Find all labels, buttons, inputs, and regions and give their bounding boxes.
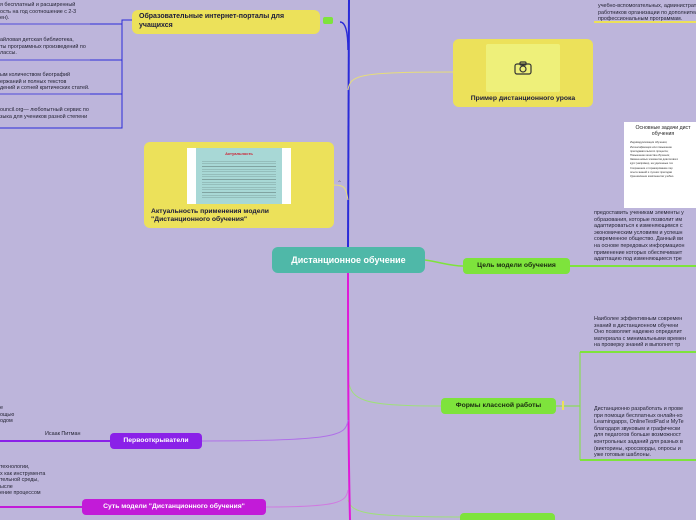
node-relevance[interactable]: Актуальность Актуальность применения мод… — [144, 142, 334, 228]
root-node[interactable]: Дистанционное обучение — [272, 247, 425, 273]
relevance-doc-title: Актуальность — [225, 151, 253, 156]
node-pioneers-label: Первооткрыватели — [123, 437, 189, 444]
node-model-essence[interactable]: Суть модели "Дистанционного обучения" — [82, 499, 266, 515]
tasks-doc-bullets: Индивидуализация обучения;Интенсификация… — [630, 141, 679, 179]
forms-marker-icon — [562, 401, 564, 410]
example-image-placeholder — [486, 44, 560, 92]
node-relevance-label: Актуальность применения модели "Дистанци… — [151, 208, 269, 223]
node-goal[interactable]: Цель модели обучения — [463, 258, 570, 274]
node-educational-portals-label: Образовательные интернет-порталы для уча… — [139, 13, 285, 29]
node-educational-portals[interactable]: Образовательные интернет-порталы для уча… — [132, 10, 320, 34]
node-example-lesson[interactable]: Пример дистанционного урока — [453, 39, 593, 107]
node-class-work-forms-label: Формы классной работы — [455, 402, 542, 409]
camera-icon — [514, 61, 532, 75]
node-model-essence-label: Суть модели "Дистанционного обучения" — [103, 503, 245, 510]
node-example-lesson-label: Пример дистанционного урока — [470, 95, 576, 102]
top-right-note: учебно-вспомогательных, административно-… — [598, 3, 696, 23]
node-class-work-forms[interactable]: Формы классной работы — [441, 398, 556, 414]
node-bottom-partial[interactable] — [460, 513, 555, 520]
node-pioneers[interactable]: Первооткрыватели — [110, 433, 202, 449]
relevance-more-icon[interactable]: ⌃ — [337, 180, 343, 187]
portal-note-2: айловая детская библиотека,ты программны… — [0, 37, 86, 57]
root-node-label: Дистанционное обучение — [291, 255, 406, 265]
node-goal-label: Цель модели обучения — [477, 262, 556, 269]
relevance-document-thumbnail: Актуальность — [187, 148, 291, 204]
collapse-badge-icon[interactable] — [323, 17, 333, 24]
pioneer-name: Исаак Питман — [45, 431, 81, 437]
